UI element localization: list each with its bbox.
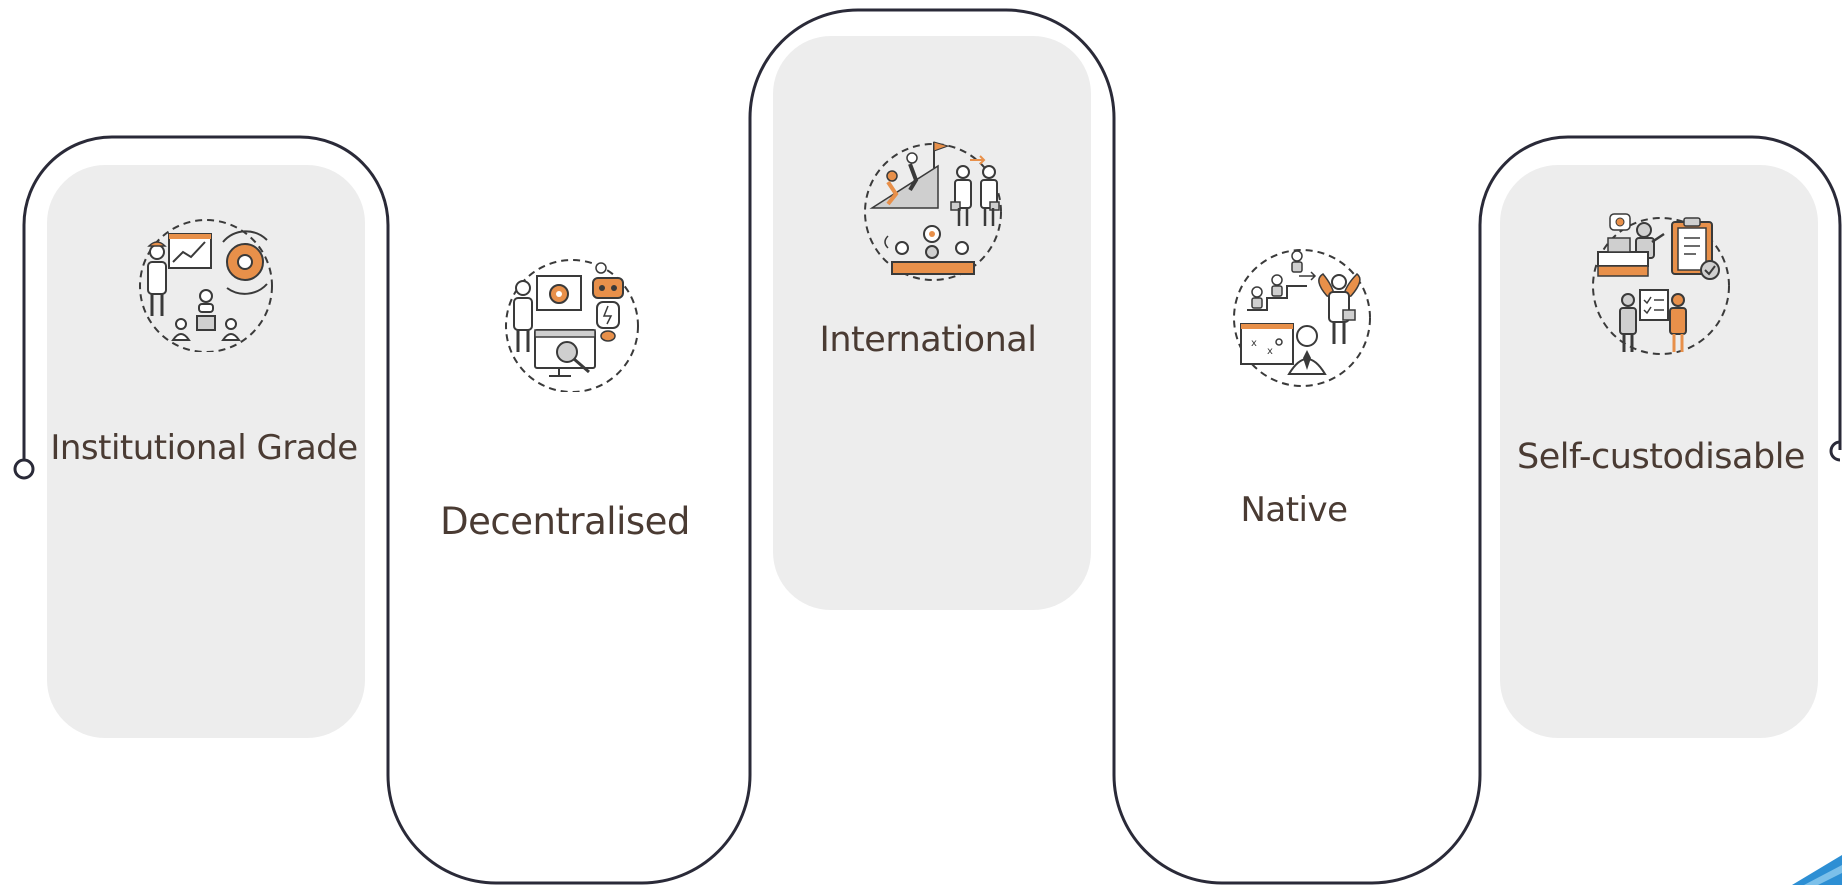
- brand-logo-icon: [1792, 855, 1842, 885]
- step-label-2: Decentralised: [440, 500, 690, 543]
- automation-robot-icon: [505, 259, 639, 392]
- planning-checklist-icon: [1592, 213, 1730, 355]
- step-panel-5: [1500, 165, 1818, 738]
- step-label-5: Self-custodisable: [1517, 437, 1805, 477]
- growth-strategy-icon: [139, 219, 273, 352]
- svg-text:x: x: [1251, 338, 1257, 349]
- step-label-3: International: [819, 320, 1037, 360]
- step-label-1: Institutional Grade: [50, 428, 358, 468]
- connector-start-dot: [13, 458, 35, 480]
- connector-end-hook: [1829, 440, 1841, 462]
- career-mentor-icon: x x: [1233, 249, 1371, 387]
- svg-text:x: x: [1267, 346, 1273, 357]
- step-label-4: Native: [1240, 490, 1348, 530]
- global-teamwork-icon: [864, 141, 1002, 281]
- step-panel-3: [773, 36, 1091, 610]
